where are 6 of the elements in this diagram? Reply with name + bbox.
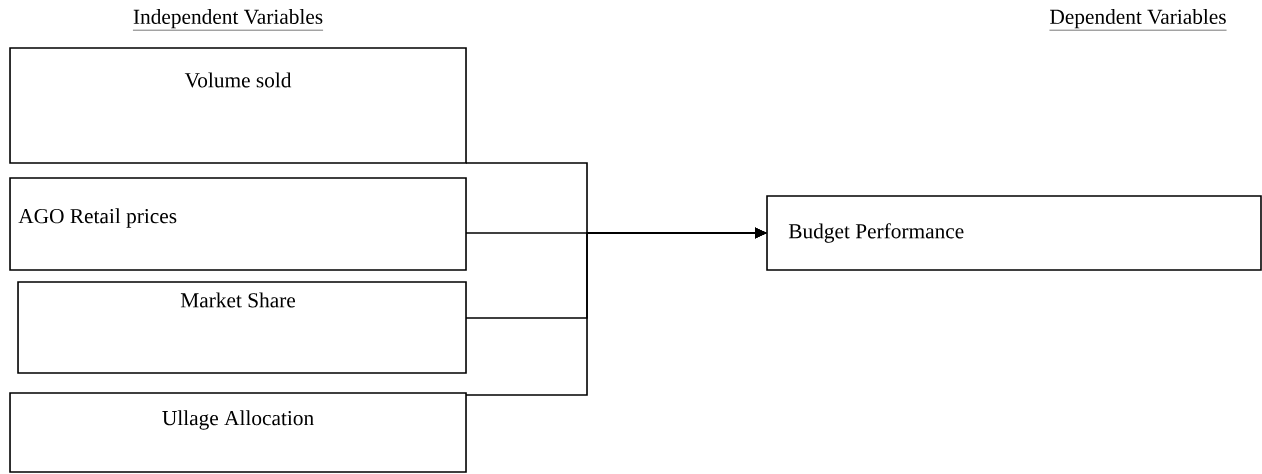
variable-box: Budget Performance [766, 195, 1262, 271]
variable-box: Market Share [17, 281, 467, 374]
variable-box: Ullage Allocation [9, 392, 467, 473]
variable-box: Volume sold [9, 47, 467, 164]
heading: Dependent Variables [1049, 9, 1227, 31]
variable-box: AGO Retail prices [9, 177, 467, 271]
